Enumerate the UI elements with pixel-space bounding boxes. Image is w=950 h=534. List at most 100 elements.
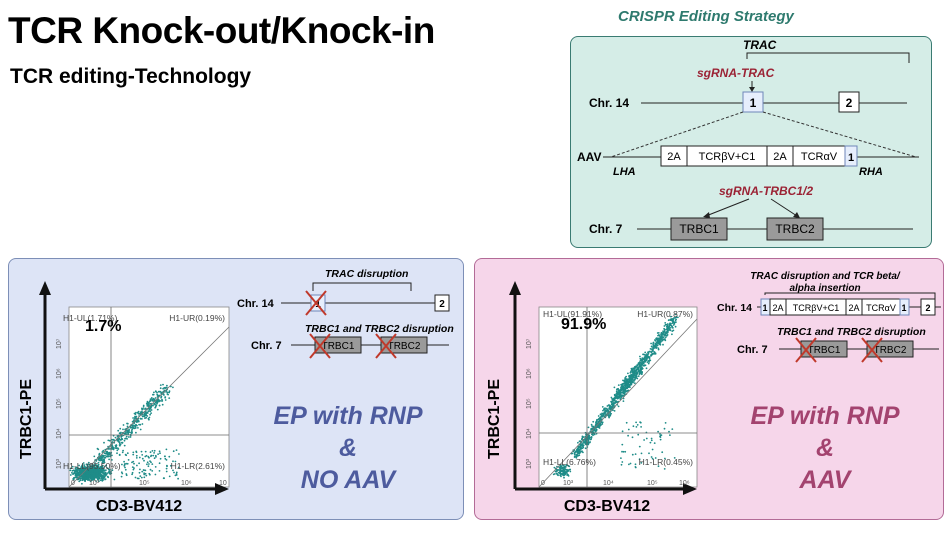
- left-exon2-box: [434, 294, 450, 312]
- flow-event-dot: [106, 472, 109, 474]
- flow-event-dot: [163, 455, 166, 458]
- flow-event-dot: [621, 430, 624, 433]
- flow-event-dot: [132, 451, 135, 454]
- flow-event-dot: [577, 454, 580, 457]
- flow-event-dot: [124, 453, 127, 456]
- flow-event-dot: [580, 445, 583, 447]
- flow-event-dot: [145, 416, 148, 419]
- flow-event-dot: [573, 456, 576, 458]
- flow-event-dot: [626, 383, 629, 385]
- flow-event-dot: [107, 468, 110, 471]
- flow-event-dot: [645, 367, 648, 370]
- flow-event-dot: [153, 391, 155, 394]
- flow-event-dot: [675, 321, 677, 323]
- flow-event-dot: [121, 463, 123, 466]
- right-y-arrowhead: [509, 281, 521, 295]
- flow-event-dot: [175, 473, 178, 475]
- flow-event-dot: [597, 415, 600, 417]
- flow-event-dot: [148, 472, 151, 475]
- flow-event-dot: [641, 372, 643, 374]
- flow-event-dot: [106, 467, 109, 469]
- flow-event-dot: [674, 325, 677, 328]
- flow-event-dot: [153, 449, 156, 452]
- flow-event-dot: [659, 438, 662, 441]
- flow-event-dot: [168, 455, 171, 458]
- flow-event-dot: [92, 476, 94, 479]
- flow-event-dot: [608, 416, 610, 419]
- flow-event-dot: [149, 413, 152, 416]
- flow-event-dot: [119, 443, 122, 446]
- flow-event-dot: [161, 398, 163, 401]
- flow-event-dot: [662, 338, 665, 341]
- flow-event-dot: [81, 465, 84, 468]
- flow-event-dot: [590, 428, 592, 430]
- flow-event-dot: [154, 390, 157, 393]
- left-chr14-label: Chr. 14: [237, 298, 275, 310]
- flow-event-dot: [590, 423, 593, 426]
- flow-event-dot: [574, 453, 576, 456]
- flow-event-dot: [158, 462, 161, 465]
- flow-event-dot: [639, 355, 641, 358]
- flow-event-dot: [87, 478, 89, 480]
- trbc1-box: [670, 217, 728, 241]
- flow-event-dot: [616, 394, 619, 396]
- right-panel-graphic: H1-UL(91.91%) H1-UR(0.87%) H1-LL(6.76%) …: [486, 271, 941, 515]
- flow-event-dot: [93, 472, 95, 475]
- flow-event-dot: [671, 318, 674, 321]
- flow-event-dot: [631, 374, 634, 377]
- flow-event-dot: [75, 469, 78, 472]
- flow-event-dot: [652, 347, 655, 350]
- flow-event-dot: [90, 476, 93, 478]
- flow-event-dot: [636, 368, 639, 371]
- flow-event-dot: [141, 423, 144, 425]
- flow-event-dot: [117, 448, 120, 450]
- flow-event-dot: [566, 474, 569, 476]
- flow-event-dot: [154, 401, 157, 404]
- flow-event-dot: [157, 390, 160, 393]
- lha-label: LHA: [613, 166, 636, 178]
- flow-event-dot: [96, 478, 99, 481]
- right-ytick-2: 10⁵: [526, 398, 533, 409]
- flow-event-dot: [164, 457, 167, 460]
- right-trbc1-box: [800, 340, 848, 358]
- flow-event-dot: [595, 427, 598, 429]
- flow-event-dot: [603, 411, 606, 414]
- flow-event-dot: [135, 454, 138, 457]
- left-ytick-2: 10⁵: [56, 398, 63, 409]
- flow-event-dot: [100, 465, 102, 468]
- flow-event-dot: [111, 459, 113, 461]
- flow-event-dot: [154, 397, 157, 399]
- strategy-title: CRISPR Editing Strategy: [618, 8, 794, 25]
- right-diagonal: [538, 318, 698, 488]
- right-cass-text-6: 2: [925, 303, 930, 313]
- flow-event-dot: [647, 362, 650, 365]
- flow-event-dot: [671, 325, 673, 328]
- flow-event-dot: [117, 440, 120, 443]
- flow-event-dot: [627, 434, 629, 437]
- flow-event-dot: [620, 385, 623, 388]
- flow-event-dot: [83, 469, 86, 471]
- flow-event-dot: [668, 430, 670, 433]
- flow-event-dot: [659, 339, 662, 341]
- flow-event-dot: [574, 451, 577, 453]
- flow-event-dot: [639, 421, 641, 423]
- flow-event-dot: [99, 475, 102, 478]
- flow-event-dot: [154, 454, 157, 457]
- right-condition-text: EP with RNP & AAV: [735, 400, 915, 496]
- flow-event-dot: [105, 469, 107, 471]
- flow-event-dot: [590, 436, 593, 439]
- flow-event-dot: [113, 478, 116, 481]
- left-trac-disruption-label: TRAC disruption: [325, 268, 408, 280]
- flow-event-dot: [581, 437, 584, 440]
- right-xtick-3: 10⁵: [647, 480, 658, 487]
- right-cass-text-1: 2A: [772, 303, 783, 313]
- flow-event-dot: [78, 464, 80, 467]
- flow-event-dot: [136, 411, 139, 414]
- flow-event-dot: [97, 461, 100, 464]
- flow-event-dot: [644, 351, 647, 354]
- flow-event-dot: [620, 463, 623, 466]
- flow-event-dot: [648, 452, 650, 455]
- flow-event-dot: [103, 441, 105, 444]
- flow-event-dot: [562, 469, 565, 472]
- flow-event-dot: [80, 468, 83, 470]
